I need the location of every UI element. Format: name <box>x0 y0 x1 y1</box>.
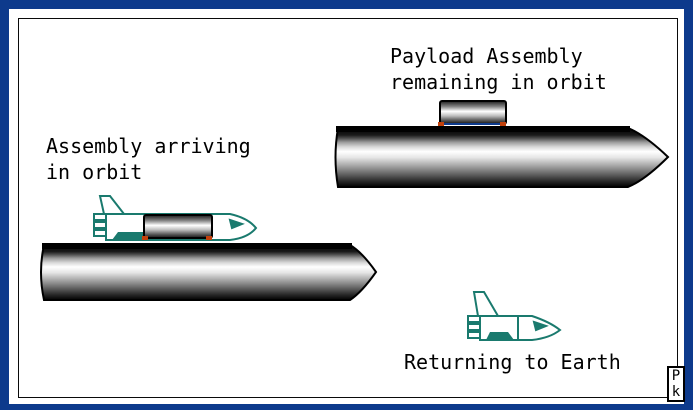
canvas-border <box>18 18 678 398</box>
payload-label-line2: remaining in orbit <box>390 70 607 94</box>
corner-tab[interactable]: P k <box>667 366 685 402</box>
payload-module-upper <box>438 100 507 126</box>
external-tank-lower <box>40 243 378 301</box>
payload-module-arriving <box>142 214 213 240</box>
corner-char-1: P <box>671 368 681 384</box>
corner-char-2: k <box>671 384 681 400</box>
payload-label-line1: Payload Assembly <box>390 44 583 68</box>
returning-label: Returning to Earth <box>404 350 621 374</box>
returning-shuttle-icon <box>467 291 562 341</box>
external-tank-upper <box>334 126 670 188</box>
arriving-label-line2: in orbit <box>46 160 143 184</box>
arriving-label-line1: Assembly arriving <box>46 134 251 158</box>
